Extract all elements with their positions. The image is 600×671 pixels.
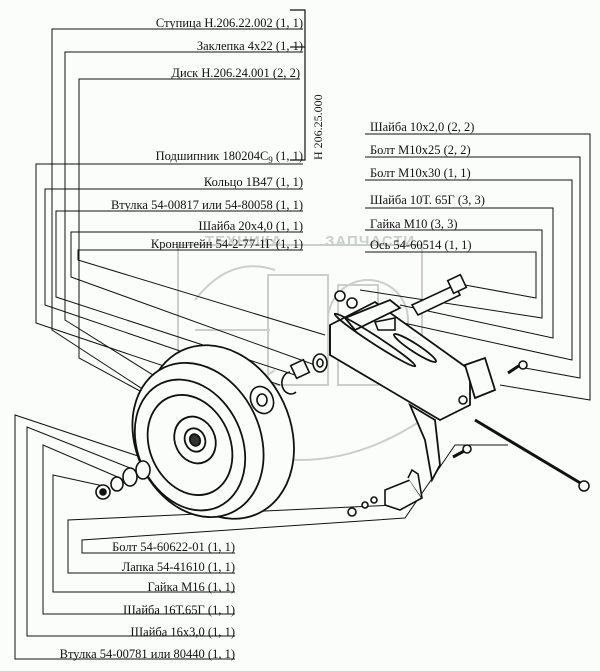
part-label[interactable]: Лапка 54-41610 (1, 1) — [121, 560, 235, 574]
part-label[interactable]: Шайба 20х4,0 (1, 1) — [198, 219, 303, 233]
nut-and-washers — [95, 460, 151, 500]
leader-lines-left — [35, 28, 326, 421]
part-label[interactable]: Гайка М10 (3, 3) — [370, 217, 458, 231]
part-label[interactable]: Шайба 16х3,0 (1, 1) — [130, 625, 235, 639]
part-label[interactable]: Болт М10х25 (2, 2) — [370, 143, 471, 157]
part-label[interactable]: Ступица Н.206.22.002 (1, 1) — [155, 16, 303, 30]
watermark-text-right: ЗАПЧАСТИ — [325, 233, 416, 250]
part-label[interactable]: Заклепка 4х22 (1, 1) — [196, 39, 303, 53]
part-label[interactable]: Болт М10х30 (1, 1) — [370, 166, 471, 180]
part-label[interactable]: Кольцо 1В47 (1, 1) — [203, 175, 303, 189]
leader-lines-right — [359, 133, 591, 401]
part-label[interactable]: Болт 54-60622-01 (1, 1) — [112, 540, 235, 554]
foot-bracket — [347, 468, 424, 517]
axle — [474, 418, 590, 492]
bracket — [329, 298, 497, 483]
leader-lines-bottom — [14, 414, 508, 660]
bearing-and-washers — [249, 353, 328, 415]
part-label[interactable]: Кронштейн 54-2-77-1Г (1, 1) — [150, 237, 303, 251]
part-label[interactable]: Шайба 10Т. 65Г (3, 3) — [370, 193, 485, 207]
assembly-bracket — [290, 9, 306, 161]
watermark-text-left: ТЕХНИКА — [205, 233, 283, 250]
part-label[interactable]: Диск Н.206.24.001 (2, 2) — [171, 66, 300, 80]
assembly-code: Н 206.25.000 — [311, 94, 325, 160]
part-label[interactable]: Ось 54-60514 (1, 1) — [370, 238, 472, 252]
part-label[interactable]: Втулка 54-00781 или 80440 (1, 1) — [59, 647, 235, 661]
part-label[interactable]: Шайба 10х2,0 (2, 2) — [370, 120, 475, 134]
part-label[interactable]: Подшипник 180204С9 (1, 1) — [155, 149, 303, 165]
part-label[interactable]: Шайба 16Т.65Г (1, 1) — [123, 603, 235, 617]
part-label[interactable]: Втулка 54-00817 или 54-80058 (1, 1) — [110, 198, 303, 212]
fasteners-right — [334, 273, 528, 459]
part-label[interactable]: Гайка М16 (1, 1) — [147, 580, 235, 594]
